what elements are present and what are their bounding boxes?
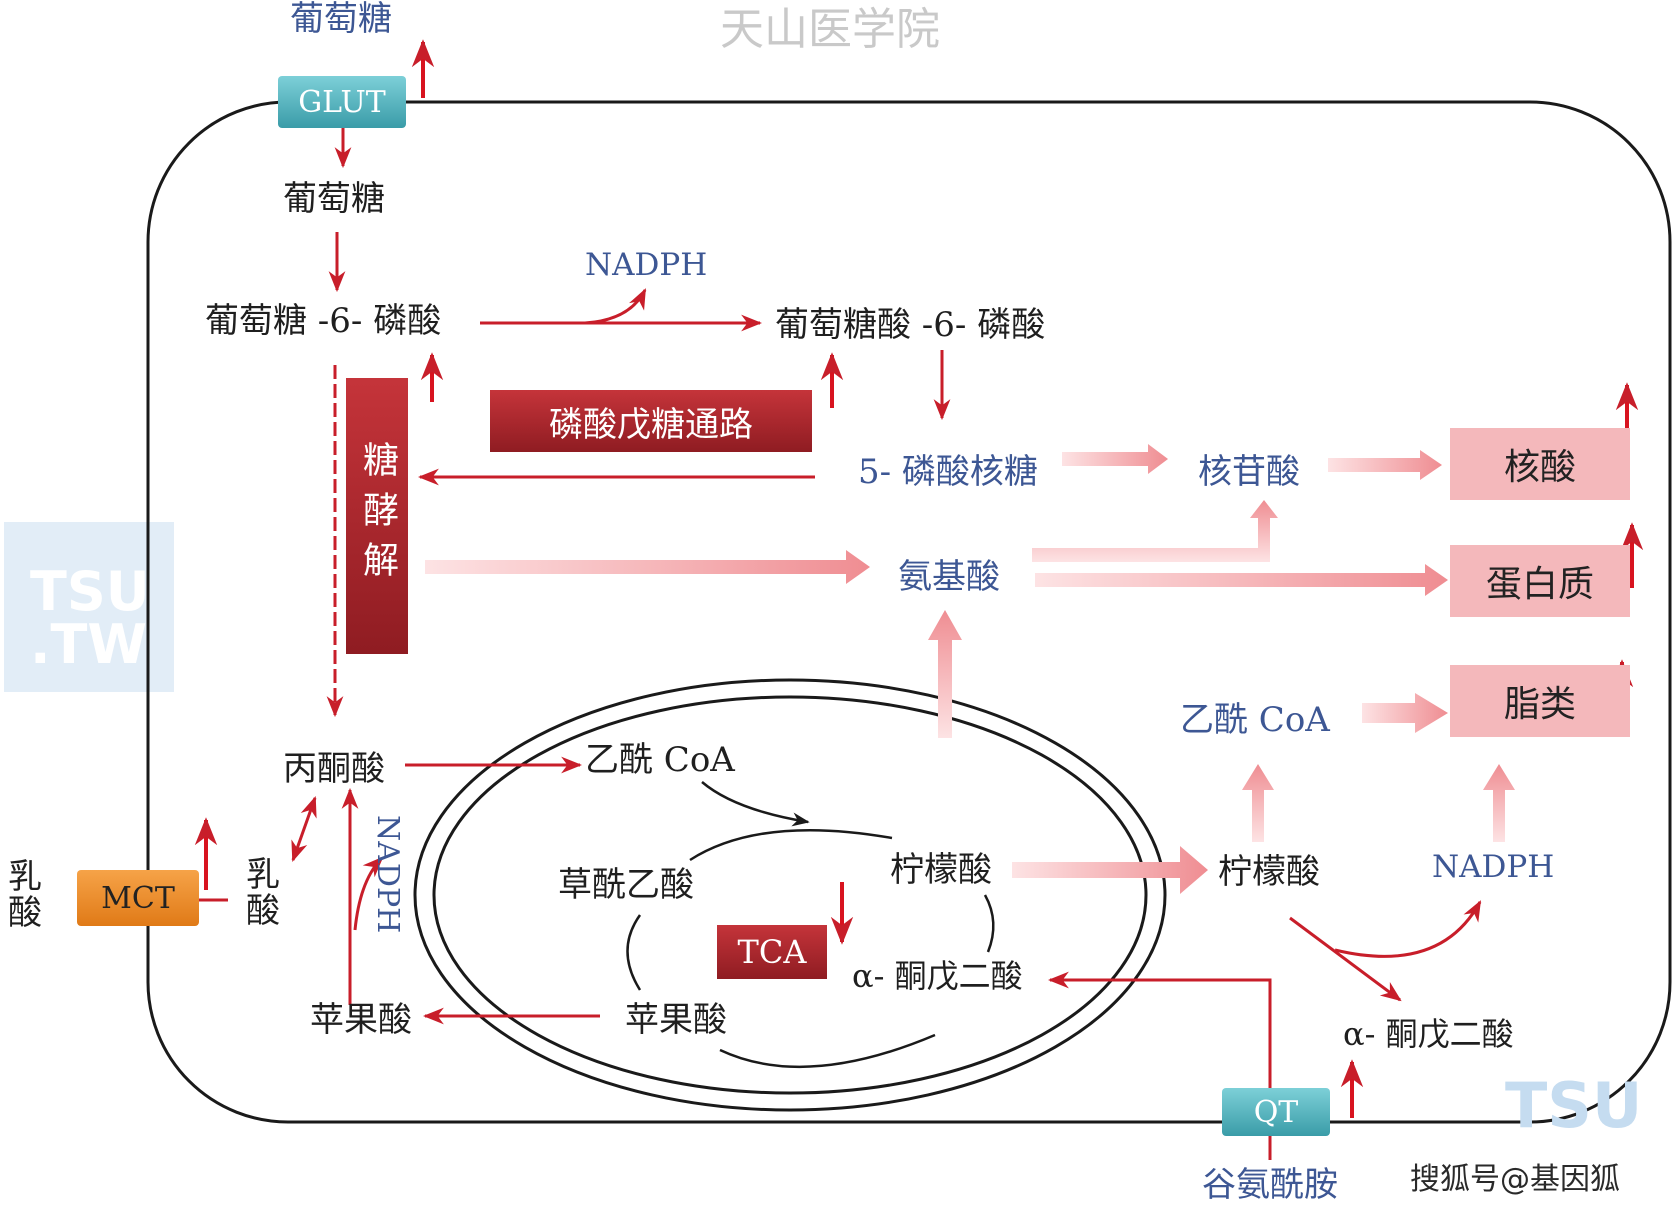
tca-arc-bottom xyxy=(719,1033,936,1069)
flux-ribose-to-nucleotide xyxy=(1062,444,1168,474)
tca-arc-right xyxy=(983,894,995,953)
nadph-top-label: NADPH xyxy=(585,247,708,283)
akg-cytosol: α- 酮戊二酸 xyxy=(1343,1015,1514,1053)
acetylcoa-mito: 乙酰 CoA xyxy=(585,740,735,780)
amino-acid-label: 氨基酸 xyxy=(898,557,1000,597)
ppp-box: 磷酸戊糖通路 xyxy=(490,390,812,452)
glycolysis-box: 糖酵解 xyxy=(346,378,408,654)
flux-amino-to-protein xyxy=(1035,564,1448,596)
arrow-lactate-pyruvate xyxy=(291,796,317,862)
nadph-vertical-label: NADPH xyxy=(370,815,405,934)
nucleic-acid-box: 核酸 xyxy=(1450,428,1630,500)
flux-glycolysis-to-amino xyxy=(425,550,870,584)
citrate-cytosol: 柠檬酸 xyxy=(1218,852,1320,892)
pyruvate-label: 丙酮酸 xyxy=(283,749,385,789)
flux-nucleotide-to-nucleic xyxy=(1328,450,1442,480)
arrow-nadph-right xyxy=(1334,900,1482,958)
malate-cytosol: 苹果酸 xyxy=(310,1000,412,1040)
mito-outer-membrane xyxy=(413,678,1167,1112)
cell-membrane xyxy=(146,100,1672,1124)
watermark-credit: 搜狐号@基因狐 xyxy=(1410,1162,1620,1197)
akg-mito: α- 酮戊二酸 xyxy=(852,957,1023,995)
g6p-label: 葡萄糖 -6- 磷酸 xyxy=(205,301,442,341)
tca-arc-top xyxy=(689,828,893,862)
flux-amino-to-nucleotide xyxy=(1032,500,1278,562)
ribose5p-label: 5- 磷酸核糖 xyxy=(858,452,1038,492)
flux-nadph-to-lipid xyxy=(1483,764,1515,842)
outside-glutamine-label: 谷氨酰胺 xyxy=(1202,1165,1338,1205)
arrow-citrate-to-akg xyxy=(1289,916,1402,1002)
watermark-tsu-corner: TSU xyxy=(1505,1069,1643,1142)
tca-arrow-acetylcoa xyxy=(701,781,810,827)
glucose-intracellular: 葡萄糖 xyxy=(283,179,385,219)
pink-flux-arrows xyxy=(425,444,1448,894)
glut-transporter: GLUT xyxy=(278,76,406,128)
arrow-nadph-branch xyxy=(584,288,647,325)
nucleotide-label: 核苷酸 xyxy=(1198,452,1300,492)
outside-lactate-label: 乳 酸 xyxy=(8,857,42,933)
flux-acetylcoa-to-lipid xyxy=(1362,693,1448,733)
glycolysis-label: 糖酵解 xyxy=(357,441,398,591)
lipid-box: 脂类 xyxy=(1450,665,1630,737)
gluconate6p-label: 葡萄糖酸 -6- 磷酸 xyxy=(775,305,1046,345)
watermark-title: 天山医学院 xyxy=(720,4,940,55)
nadph-right-label: NADPH xyxy=(1432,849,1555,885)
citrate-mito: 柠檬酸 xyxy=(890,850,992,890)
qt-transporter: QT xyxy=(1222,1088,1330,1136)
arrow-nadph-malic xyxy=(353,856,384,931)
lactate-intracellular: 乳 酸 xyxy=(246,855,280,931)
mct-transporter: MCT xyxy=(77,870,199,926)
protein-box: 蛋白质 xyxy=(1450,545,1630,617)
flux-citrate-to-acetylcoa xyxy=(1242,764,1274,842)
watermark-tw: .TW xyxy=(30,613,147,676)
outside-glucose-label: 葡萄糖 xyxy=(290,0,392,39)
watermark-tsu: TSU xyxy=(30,560,150,623)
tca-box: TCA xyxy=(717,925,827,979)
oxaloacetate-label: 草酰乙酸 xyxy=(558,865,694,905)
flux-citrate-export xyxy=(1012,846,1208,894)
malate-mito: 苹果酸 xyxy=(625,1000,727,1040)
watermark-block xyxy=(4,522,174,692)
acetylcoa-cytosol: 乙酰 CoA xyxy=(1180,700,1330,740)
flux-tca-to-amino xyxy=(928,610,962,738)
mito-inner-membrane xyxy=(432,695,1148,1095)
tca-arc-left xyxy=(626,914,642,991)
